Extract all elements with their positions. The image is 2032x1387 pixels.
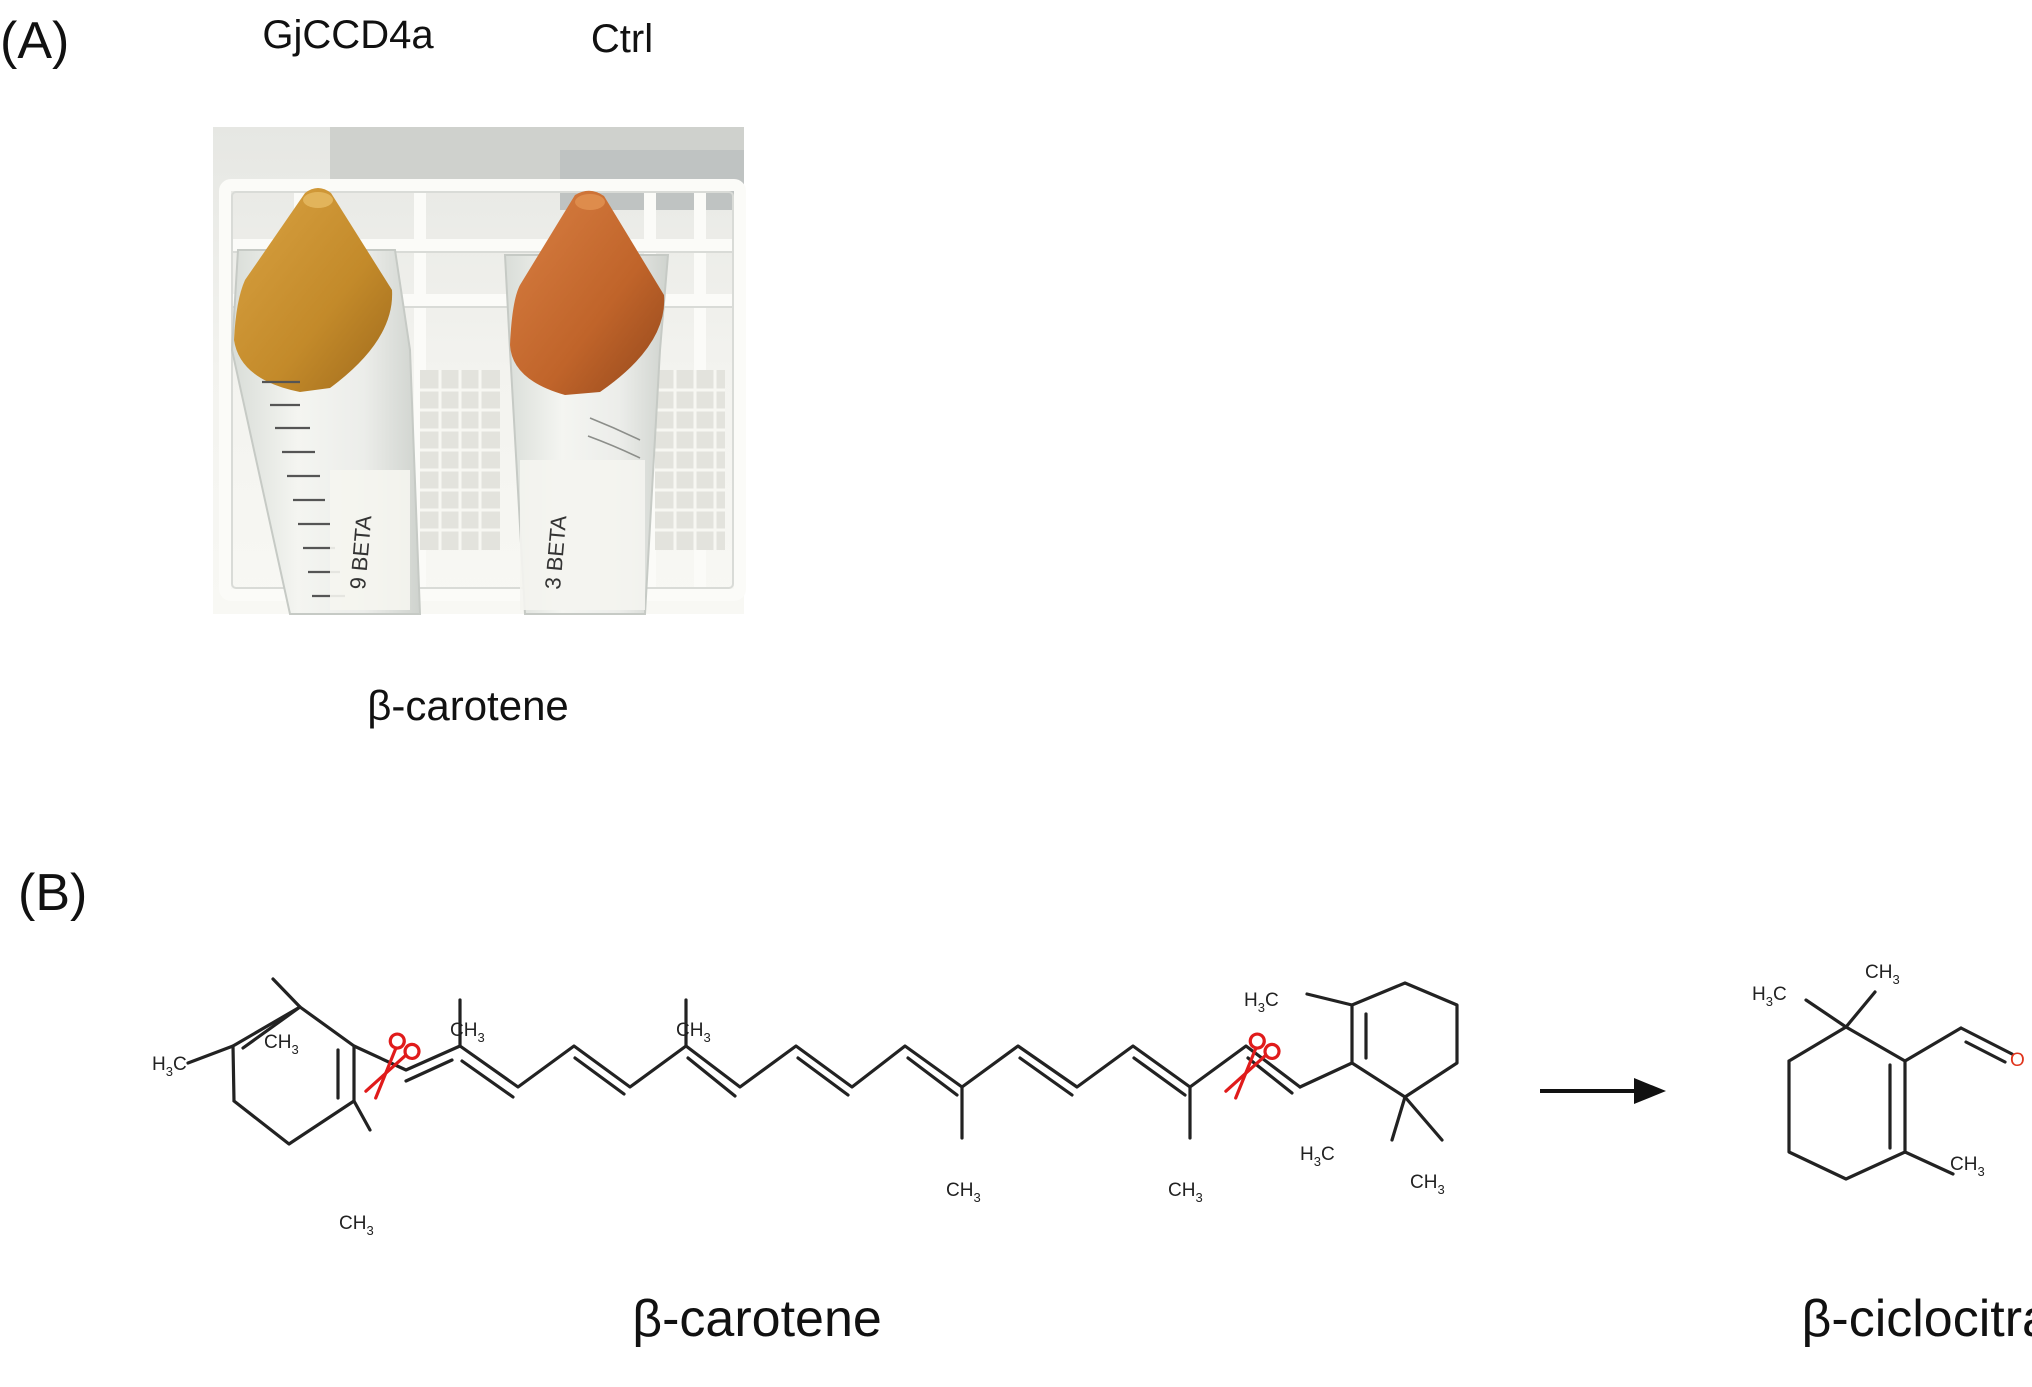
svg-text:CH3: CH3 (339, 1213, 374, 1238)
beta-carotene-structure: H3C CH3 CH3 CH3 CH3 CH3 CH3 H3C H3C CH3 (152, 977, 1459, 1238)
svg-text:H3C: H3C (1244, 990, 1279, 1015)
beta-ciclocitral-structure: H3C CH3 CH3 O (1752, 962, 2025, 1181)
svg-text:CH3: CH3 (1950, 1154, 1985, 1179)
tube-left-liquid (234, 188, 393, 392)
tube-right: 3 BETA (503, 190, 670, 615)
tube-right-liquid (510, 190, 665, 395)
tube-left: 9 BETA (230, 188, 422, 615)
svg-text:CH3: CH3 (1865, 962, 1900, 987)
scissors-icon (364, 1032, 421, 1100)
panel-a-label: (A) (0, 12, 69, 70)
panel-a-caption: β-carotene (367, 682, 569, 729)
scissors-icon (1224, 1032, 1281, 1100)
panel-b-label: (B) (18, 864, 87, 922)
svg-text:CH3: CH3 (676, 1020, 711, 1045)
tube-left-label: GjCCD4a (262, 13, 434, 57)
product-caption: β-ciclocitral (1801, 1290, 2032, 1348)
svg-text:CH3: CH3 (1410, 1172, 1445, 1197)
tube-right-label: Ctrl (591, 17, 653, 61)
svg-text:H3C: H3C (1752, 984, 1787, 1009)
svg-text:CH3: CH3 (264, 1032, 299, 1057)
svg-text:H3C: H3C (152, 1054, 187, 1079)
svg-text:CH3: CH3 (1168, 1180, 1203, 1205)
substrate-caption: β-carotene (632, 1290, 882, 1348)
oxygen-atom: O (2010, 1050, 2025, 1071)
svg-text:CH3: CH3 (946, 1180, 981, 1205)
svg-text:CH3: CH3 (450, 1020, 485, 1045)
svg-text:H3C: H3C (1300, 1144, 1335, 1169)
arrow-right-icon (1540, 1078, 1666, 1104)
tubes-photo: 9 BETA 3 BETA (213, 127, 746, 615)
